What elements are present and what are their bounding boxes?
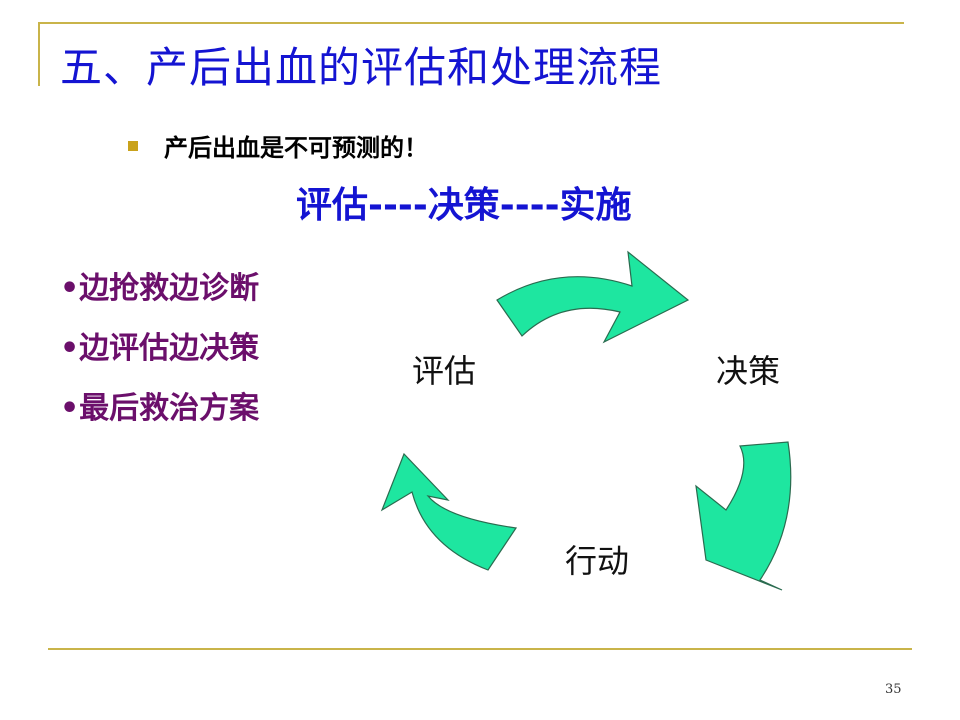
slide-subtitle: 评估----决策----实施 <box>296 185 632 226</box>
page-number: 35 <box>885 682 902 697</box>
bullet-text: 产后出血是不可预测的！ <box>164 134 428 162</box>
cycle-label-assess: 评估 <box>412 352 477 390</box>
left-rule <box>38 22 40 86</box>
bottom-rule <box>48 648 912 650</box>
cycle-label-decide: 决策 <box>716 352 781 390</box>
key-points-list: •边抢救边诊断 •边评估边决策 •最后救治方案 <box>60 268 259 448</box>
key-point: •边抢救边诊断 <box>60 271 260 306</box>
cycle-label-act: 行动 <box>565 542 630 580</box>
bullet-square-icon <box>128 140 138 151</box>
slide-title: 五、产后出血的评估和处理流程 <box>60 43 663 92</box>
curved-arrow-right-icon <box>695 441 792 591</box>
curved-arrow-left-icon <box>380 452 518 571</box>
bullet-item: 产后出血是不可预测的！ <box>128 128 428 163</box>
curved-arrow-top-icon <box>496 250 690 344</box>
key-point: •边评估边决策 <box>60 331 260 366</box>
key-point: •最后救治方案 <box>60 391 260 426</box>
top-rule <box>38 22 904 24</box>
